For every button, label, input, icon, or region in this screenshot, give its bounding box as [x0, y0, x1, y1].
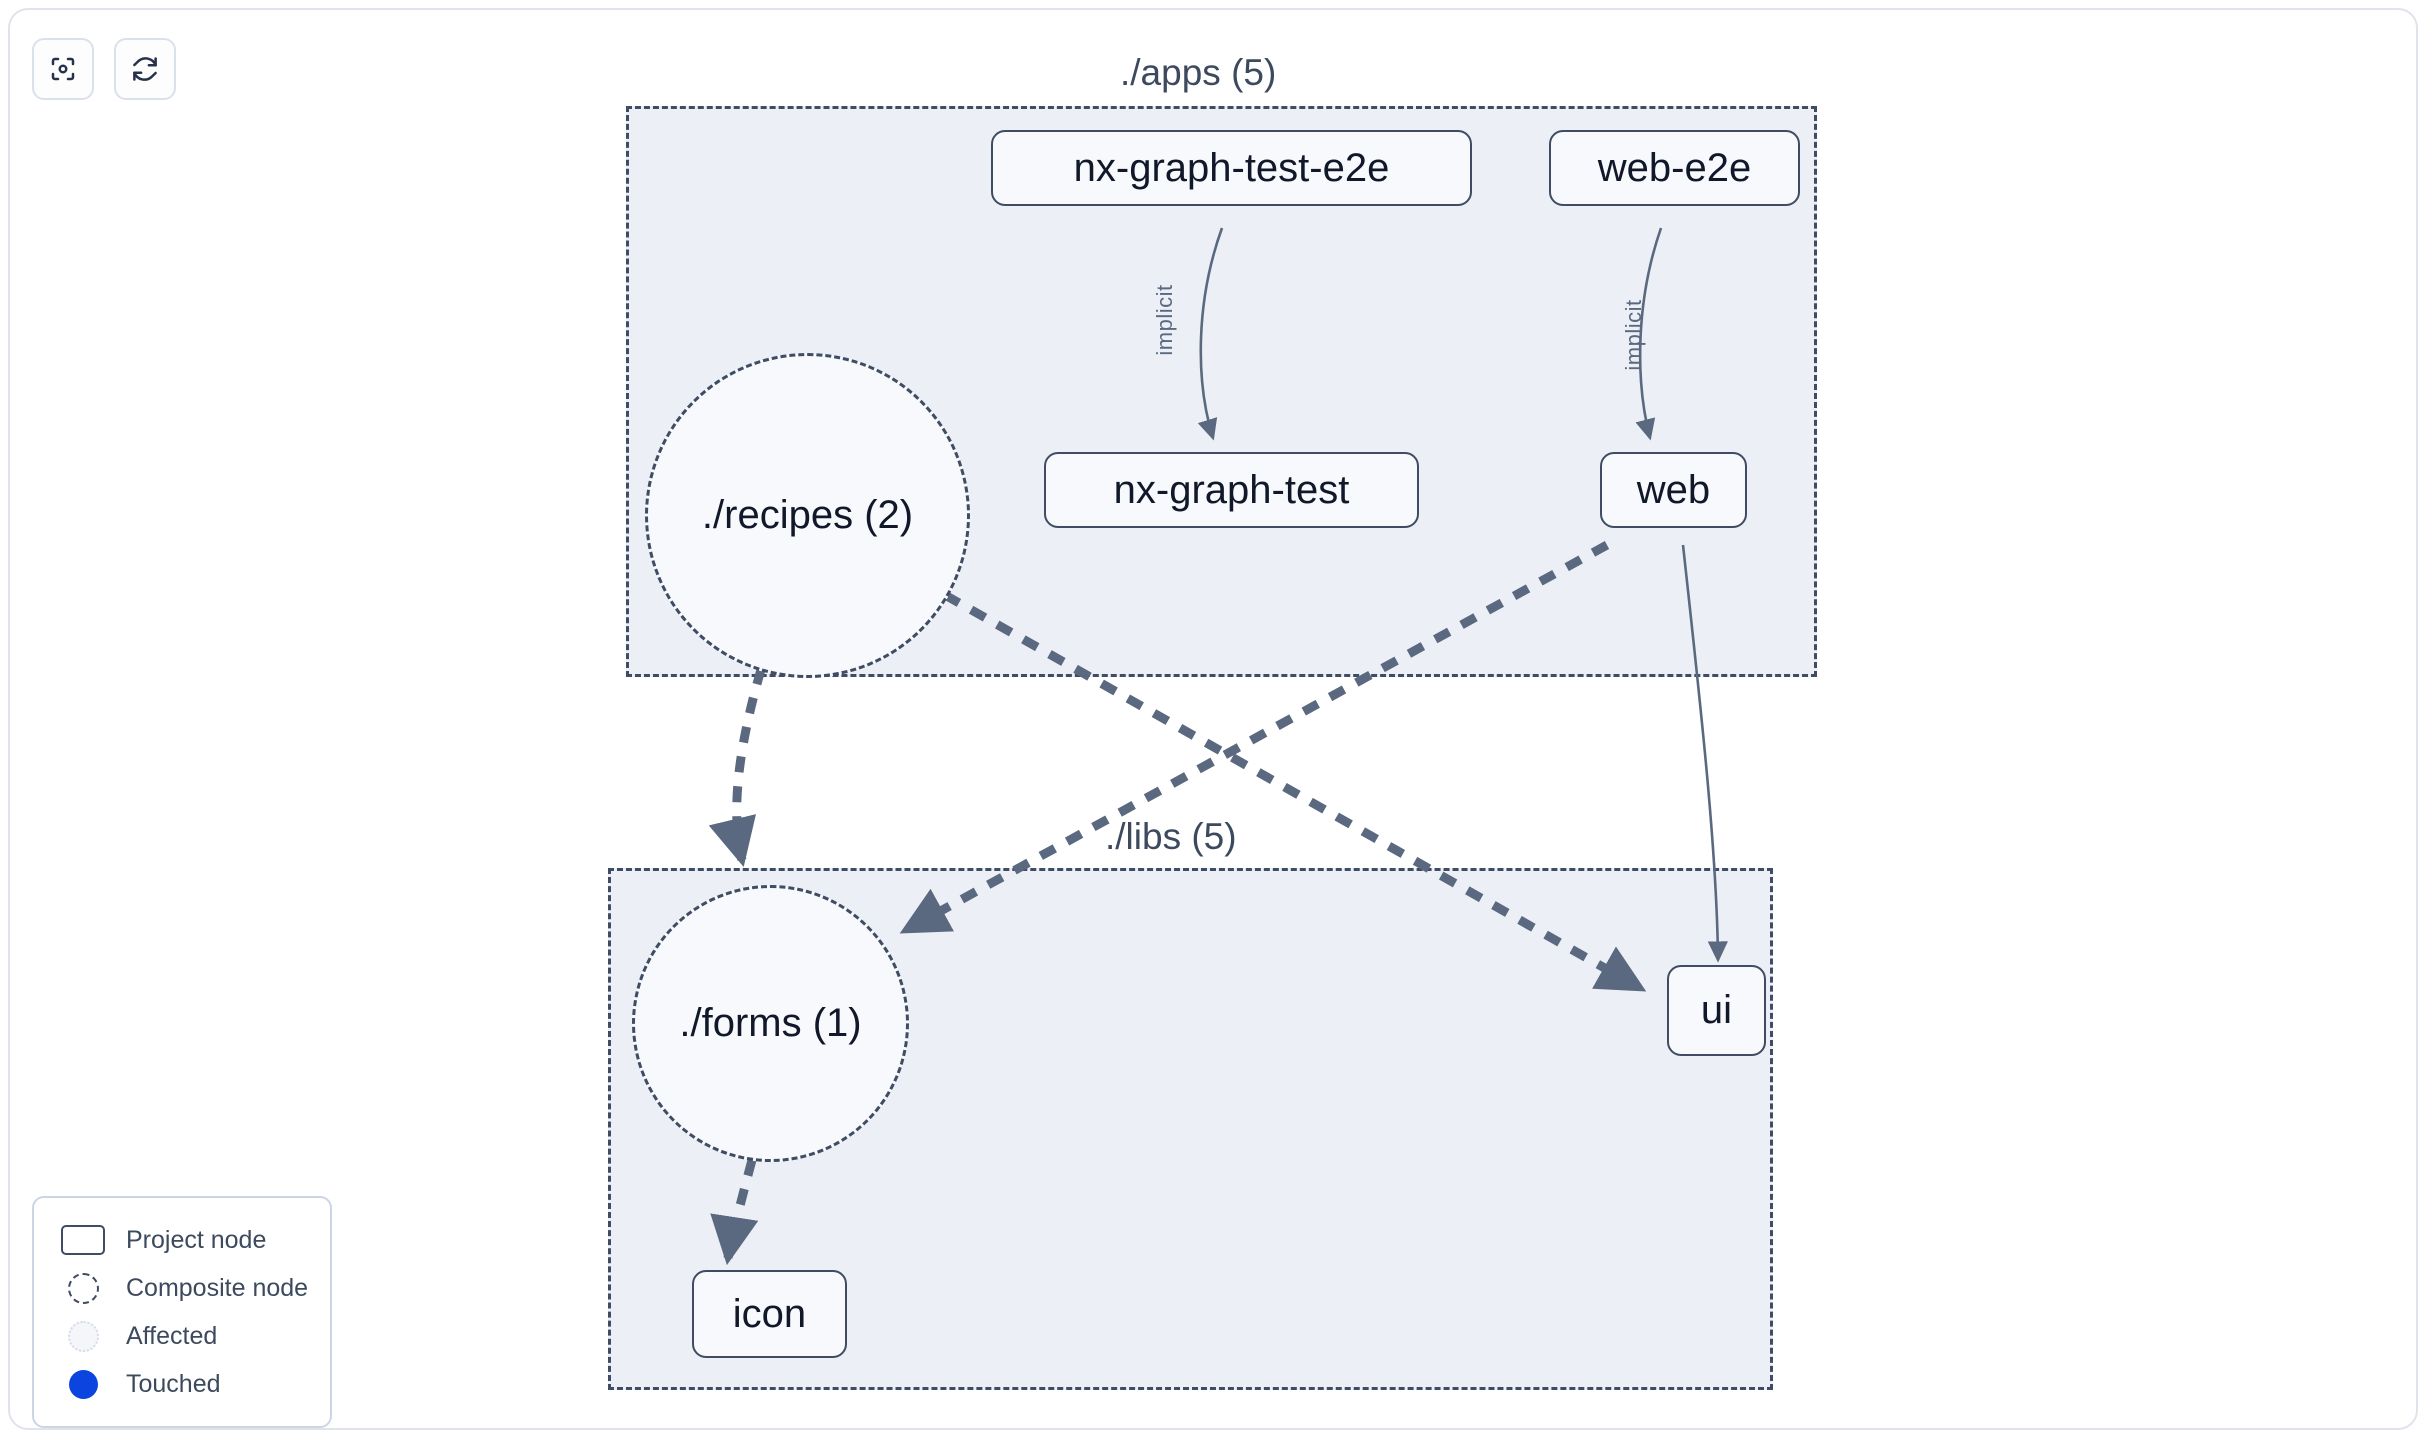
project-node-swatch — [56, 1225, 110, 1255]
refresh-icon — [130, 54, 160, 84]
project-node-web-label: web — [1636, 467, 1711, 512]
project-node-web[interactable]: web — [1600, 452, 1747, 528]
project-node-web-e2e-label: web-e2e — [1597, 145, 1752, 190]
graph-toolbar — [32, 38, 176, 100]
composite-node-swatch — [56, 1272, 110, 1304]
touched-swatch — [56, 1369, 110, 1399]
project-node-nx-graph-test-label: nx-graph-test — [1113, 467, 1350, 512]
project-node-nx-graph-test-e2e[interactable]: nx-graph-test-e2e — [991, 130, 1472, 206]
legend-item-touched: Touched — [56, 1360, 310, 1408]
legend-item-project-node: Project node — [56, 1216, 310, 1264]
project-node-nx-graph-test-e2e-label: nx-graph-test-e2e — [1073, 145, 1390, 190]
edge-label-implicit-web: implicit — [1621, 299, 1646, 371]
legend-label-project-node: Project node — [126, 1225, 267, 1254]
graph-legend: Project node Composite node Affected Tou… — [32, 1196, 332, 1428]
composite-node-recipes[interactable]: ./recipes (2) — [645, 353, 970, 678]
refresh-graph-button[interactable] — [114, 38, 176, 100]
project-node-ui[interactable]: ui — [1667, 965, 1766, 1056]
legend-item-composite-node: Composite node — [56, 1264, 310, 1312]
legend-item-affected: Affected — [56, 1312, 310, 1360]
edge-label-implicit-nx-graph-test: implicit — [1152, 284, 1177, 356]
legend-label-affected: Affected — [126, 1321, 218, 1350]
composite-node-forms-label: ./forms (1) — [679, 1001, 862, 1045]
project-node-icon-label: icon — [732, 1291, 807, 1336]
project-node-icon[interactable]: icon — [692, 1270, 847, 1358]
project-node-nx-graph-test[interactable]: nx-graph-test — [1044, 452, 1419, 528]
composite-node-recipes-label: ./recipes (2) — [701, 493, 914, 537]
project-node-ui-label: ui — [1700, 988, 1733, 1032]
legend-label-touched: Touched — [126, 1369, 221, 1398]
focus-target-icon — [48, 54, 78, 84]
project-node-web-e2e[interactable]: web-e2e — [1549, 130, 1800, 206]
group-label-apps: ./apps (5) — [1110, 54, 1287, 91]
focus-graph-button[interactable] — [32, 38, 94, 100]
affected-swatch — [56, 1320, 110, 1352]
composite-node-forms[interactable]: ./forms (1) — [632, 885, 909, 1162]
group-label-libs: ./libs (5) — [1095, 818, 1247, 855]
legend-label-composite-node: Composite node — [126, 1273, 309, 1302]
